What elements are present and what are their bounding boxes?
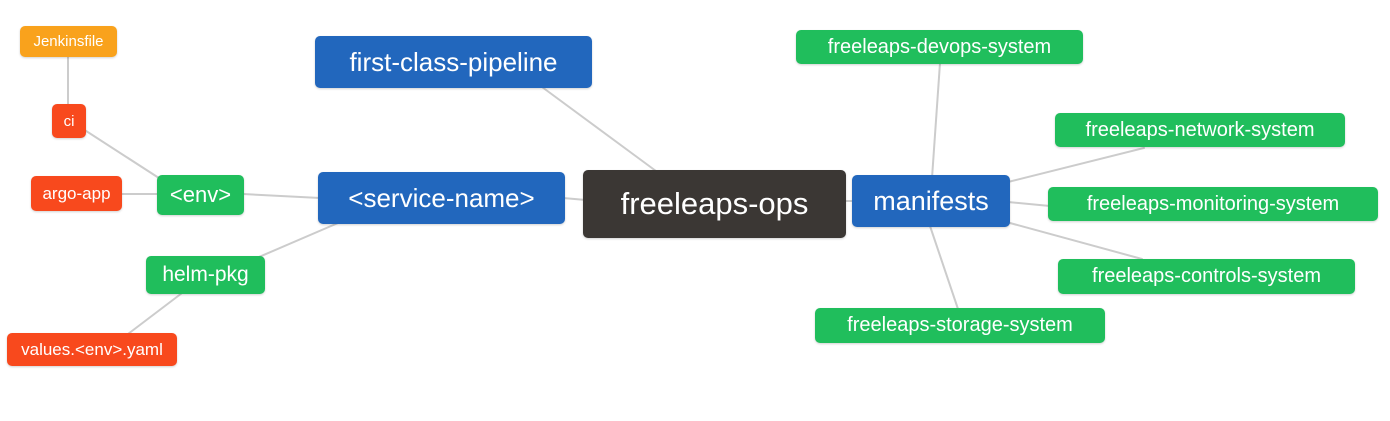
node-freeleaps-controls-system[interactable]: freeleaps-controls-system: [1058, 259, 1355, 294]
edge-manifests-freeleaps-controls-system: [1009, 222, 1143, 260]
edge-manifests-freeleaps-storage-system: [929, 225, 959, 310]
node-freeleaps-monitoring-system[interactable]: freeleaps-monitoring-system: [1048, 187, 1378, 221]
edge-values-env-yaml-helm-pkg: [127, 289, 187, 335]
node-freeleaps-ops[interactable]: freeleaps-ops: [583, 170, 846, 238]
edge-helm-pkg-service-name: [251, 219, 346, 261]
node-helm-pkg[interactable]: helm-pkg: [146, 256, 265, 294]
node-first-class-pipeline[interactable]: first-class-pipeline: [315, 36, 592, 88]
node-freeleaps-network-system[interactable]: freeleaps-network-system: [1055, 113, 1345, 147]
edge-first-class-pipeline-freeleaps-ops: [541, 86, 661, 175]
edge-freeleaps-devops-system-manifests: [931, 62, 941, 179]
edge-manifests-freeleaps-network-system: [1007, 147, 1145, 183]
node-env[interactable]: <env>: [157, 175, 244, 215]
node-freeleaps-storage-system[interactable]: freeleaps-storage-system: [815, 308, 1105, 343]
node-freeleaps-devops-system[interactable]: freeleaps-devops-system: [796, 30, 1083, 64]
node-argo-app[interactable]: argo-app: [31, 176, 122, 211]
node-service-name[interactable]: <service-name>: [318, 172, 565, 224]
edge-ci-env: [79, 126, 163, 181]
edge-env-service-name: [242, 193, 321, 199]
node-jenkinsfile[interactable]: Jenkinsfile: [20, 26, 117, 57]
node-manifests[interactable]: manifests: [852, 175, 1010, 227]
node-ci[interactable]: ci: [52, 104, 86, 138]
edge-manifests-freeleaps-monitoring-system: [1007, 201, 1051, 207]
node-values-env-yaml[interactable]: values.<env>.yaml: [7, 333, 177, 366]
edge-service-name-freeleaps-ops: [562, 197, 587, 201]
